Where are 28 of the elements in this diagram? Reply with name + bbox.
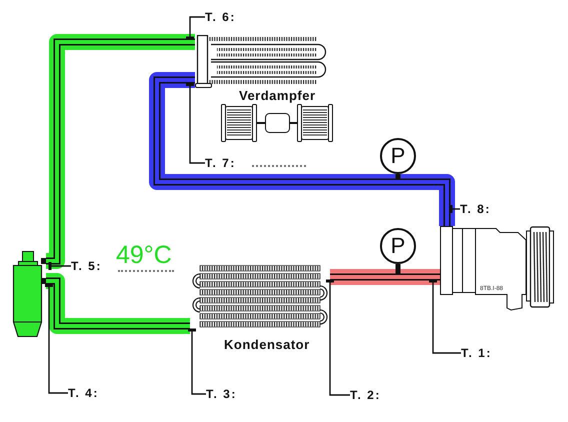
refrigerant-pipe — [149, 72, 455, 226]
component-label: Verdampfer — [239, 88, 316, 103]
leader-line — [186, 16, 205, 40]
measuring-point-label: T. 5: — [71, 258, 102, 274]
measuring-point-label: T. 6: — [205, 9, 236, 25]
leader-line — [188, 328, 206, 395]
refrigerant-pipe — [46, 273, 190, 334]
measuring-point-label: T. 2: — [350, 387, 381, 403]
leader-line — [48, 262, 71, 270]
leader-line — [429, 280, 461, 354]
component-label: Kondensator — [224, 337, 310, 352]
measuring-point-label: T. 8: — [460, 201, 491, 217]
temperature-reading: 49°C — [116, 241, 172, 269]
measuring-point-label: T. 1: — [461, 345, 492, 361]
refrigerant-pipe — [46, 34, 195, 269]
leader-line — [450, 205, 460, 213]
receiver-drier — [12, 250, 46, 338]
leader-line — [45, 284, 68, 394]
pressure-gauge: P — [380, 138, 416, 174]
leader-line — [186, 83, 205, 164]
refrigerant-pipe — [330, 269, 440, 285]
measuring-point-label: T. 4: — [68, 385, 99, 401]
measuring-point-label: T. 7: — [205, 155, 236, 171]
leader-line — [326, 280, 350, 396]
gauge-stem — [396, 174, 400, 179]
measuring-point-label: T. 3: — [206, 386, 237, 402]
pressure-gauge: P — [380, 228, 416, 264]
gauge-stem — [396, 264, 400, 274]
